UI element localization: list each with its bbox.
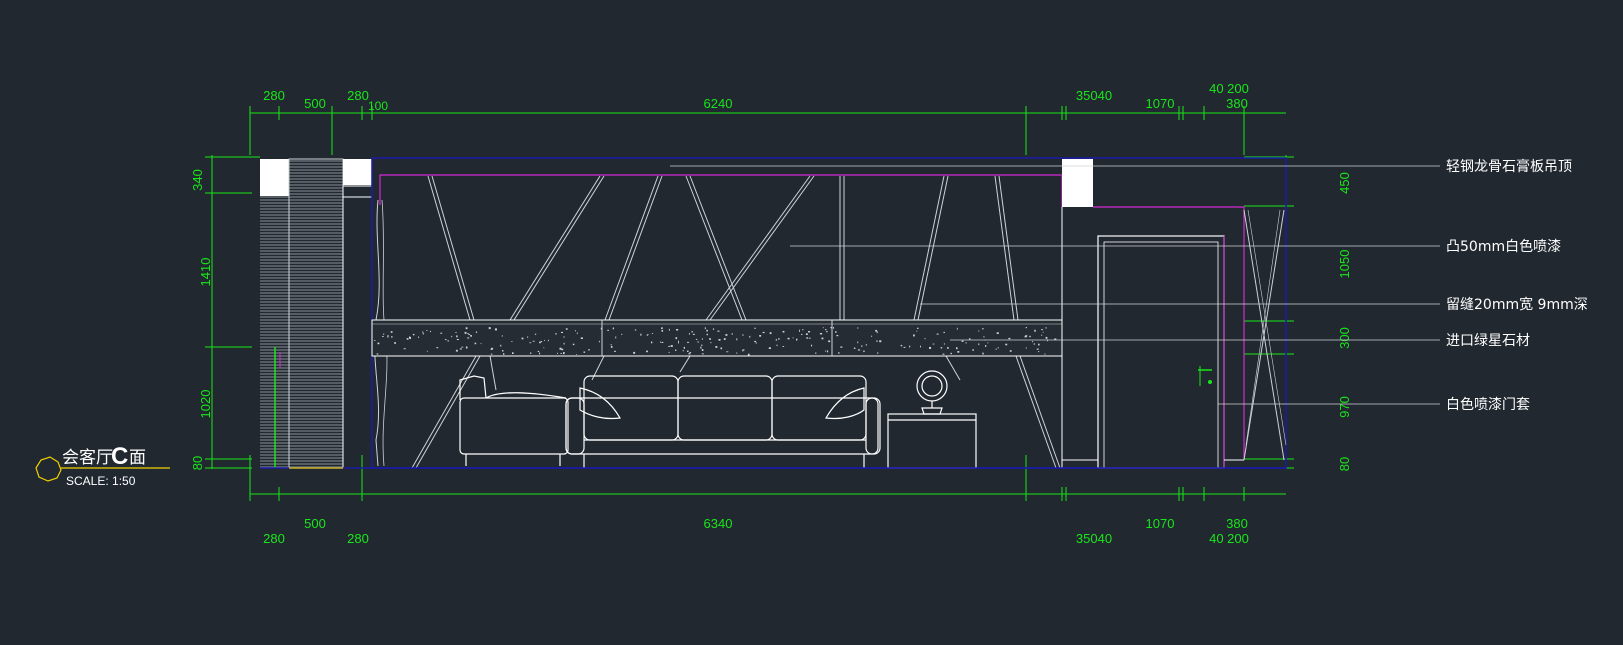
title-suffix: 面 — [129, 448, 146, 468]
dim-top-6240: 6240 — [704, 96, 733, 111]
dim-bottom-280a: 280 — [263, 531, 285, 546]
note-door-casing: 白色喷漆门套 — [1446, 396, 1530, 413]
feature-wall — [371, 157, 1287, 469]
dim-top-500: 500 — [304, 96, 326, 111]
note-ceiling: 轻钢龙骨石膏板吊顶 — [1446, 158, 1572, 175]
annotation-notes: 轻钢龙骨石膏板吊顶 凸50mm白色喷漆 留缝20mm宽 9mm深 进口绿星石材 … — [1446, 158, 1588, 413]
dim-left-80: 80 — [190, 456, 205, 470]
dim-left-340: 340 — [190, 169, 205, 191]
dim-right-970: 970 — [1337, 396, 1352, 418]
dim-left-1020: 1020 — [198, 390, 213, 419]
note-stone: 进口绿星石材 — [1446, 333, 1530, 349]
dim-bottom-500: 500 — [304, 516, 326, 531]
dim-top-100: 100 — [368, 99, 388, 113]
dim-right-1050: 1050 — [1337, 250, 1352, 279]
note-raised-paint: 凸50mm白色喷漆 — [1446, 238, 1561, 255]
drawing-title-block: 会客厅 C 面 SCALE: 1:50 — [35, 443, 170, 488]
dim-bottom-40-200: 40 200 — [1209, 531, 1249, 546]
dim-right-80: 80 — [1337, 457, 1352, 471]
pillar-white-block — [260, 159, 289, 196]
dim-right-450: 450 — [1337, 172, 1352, 194]
title-letter: C — [111, 443, 128, 470]
stone-texture — [374, 327, 1057, 356]
dim-bottom-6340: 6340 — [704, 516, 733, 531]
top-dimension-labels: 280 500 280 100 6240 35040 1070 40 200 3… — [263, 81, 1249, 113]
dim-top-280a: 280 — [263, 88, 285, 103]
annotation-leaders — [670, 165, 1440, 405]
dim-bottom-280b: 280 — [347, 531, 369, 546]
title-prefix: 会客厅 — [62, 448, 113, 468]
note-groove: 留缝20mm宽 9mm深 — [1446, 296, 1588, 313]
dim-bottom-35040: 35040 — [1076, 531, 1112, 546]
green-star-stone-band — [371, 319, 1063, 357]
right-white-block — [1062, 159, 1093, 207]
dim-top-40-200: 40 200 — [1209, 81, 1249, 96]
right-dimension-labels: 450 1050 300 970 80 — [1337, 172, 1352, 471]
dim-bottom-1070: 1070 — [1146, 516, 1175, 531]
right-wall — [1061, 159, 1287, 469]
dim-top-1070: 1070 — [1146, 96, 1175, 111]
left-pillar — [260, 158, 388, 469]
dim-top-35040: 35040 — [1076, 88, 1112, 103]
dim-bottom-380: 380 — [1226, 516, 1248, 531]
dim-right-300: 300 — [1337, 327, 1352, 349]
side-table — [887, 370, 977, 469]
panel-joints — [411, 175, 1061, 469]
pillar-white-block-2 — [343, 159, 372, 185]
scale-label: SCALE: 1:50 — [66, 474, 136, 488]
title-marker-icon — [35, 456, 62, 482]
dim-top-380: 380 — [1226, 96, 1248, 111]
door-frame — [1097, 235, 1225, 469]
pillar-hatching — [260, 160, 343, 468]
dim-top-280b: 280 — [347, 88, 369, 103]
bottom-dimension-labels: 280 500 280 6340 35040 1070 40 200 380 — [263, 516, 1249, 546]
dim-left-1410: 1410 — [198, 258, 213, 287]
left-dimension-labels: 340 1410 1020 80 — [190, 169, 213, 470]
sofa — [459, 375, 881, 468]
